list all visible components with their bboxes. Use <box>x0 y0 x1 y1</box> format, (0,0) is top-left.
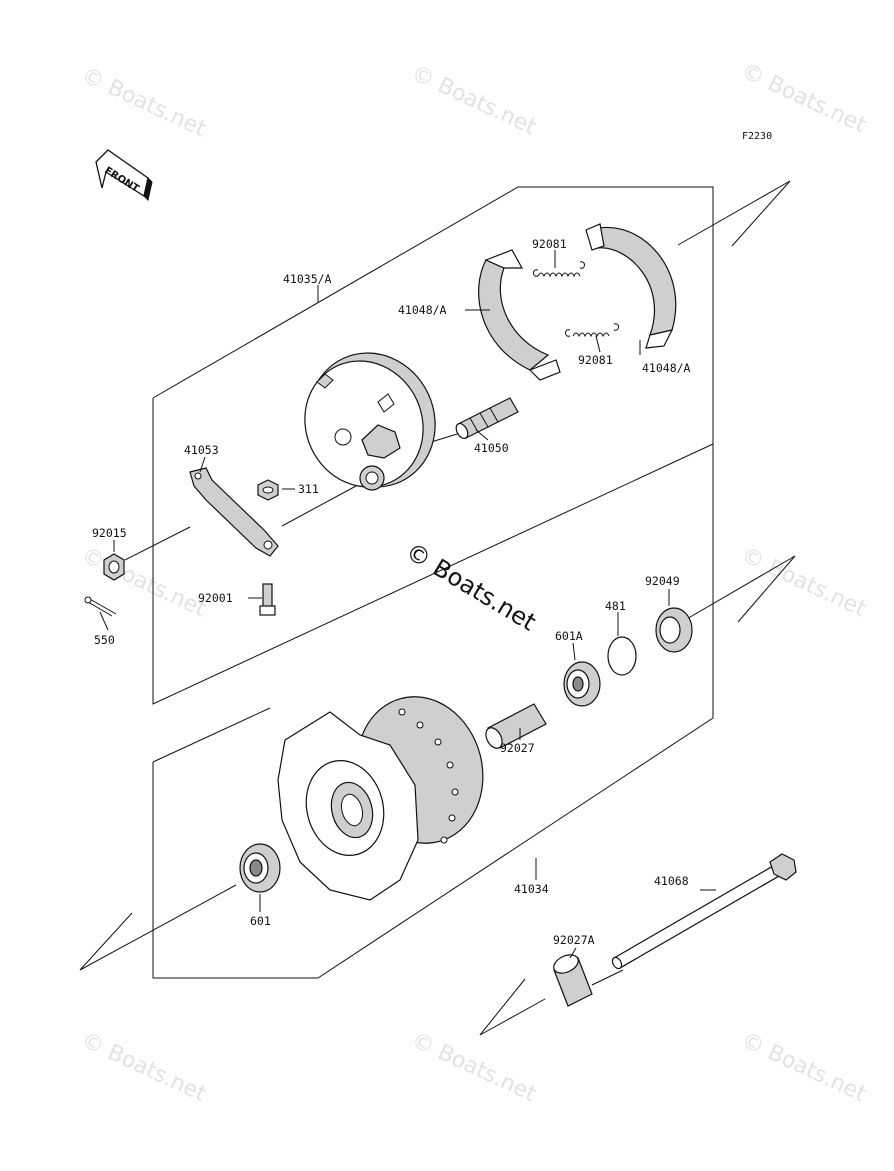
spring-bottom <box>565 323 619 338</box>
label-92001: 92001 <box>198 591 233 605</box>
label-92049: 92049 <box>645 574 680 588</box>
spacer-92027 <box>485 703 547 749</box>
seal-92049 <box>655 607 693 653</box>
nut-311 <box>257 479 279 501</box>
wheel-hub <box>277 696 484 901</box>
label-92015: 92015 <box>92 526 127 540</box>
spring-top <box>533 261 585 278</box>
label-481: 481 <box>605 599 626 613</box>
label-41053: 41053 <box>184 443 219 457</box>
label-41050: 41050 <box>474 441 509 455</box>
part-labels: 41035/A 92081 41048/A 92081 41048/A 4105… <box>92 237 691 947</box>
watermark-top-center: © Boats.net <box>407 61 540 141</box>
label-41035a: 41035/A <box>283 272 332 286</box>
hub-frame <box>152 444 714 979</box>
center-watermark: © Boats.net <box>401 537 541 636</box>
label-550: 550 <box>94 633 115 647</box>
watermark-mid-left: © Boats.net <box>77 543 210 623</box>
front-arrow-icon: FRONT <box>95 149 153 201</box>
label-311: 311 <box>298 482 319 496</box>
watermark-top-left: © Boats.net <box>77 63 210 143</box>
brake-panel-frame <box>152 186 714 705</box>
label-92081-bottom: 92081 <box>578 353 613 367</box>
bearing-601 <box>239 843 281 893</box>
watermark-top-right: © Boats.net <box>737 59 870 139</box>
bearing-601a <box>563 661 601 707</box>
collar-92027a <box>553 954 593 1007</box>
label-92081-top: 92081 <box>532 237 567 251</box>
watermark-mid-right: © Boats.net <box>737 543 870 623</box>
label-601: 601 <box>250 914 271 928</box>
brake-cam <box>455 397 519 440</box>
cotter-pin-550 <box>84 596 117 617</box>
label-601a: 601A <box>555 629 583 643</box>
brake-shoe-right <box>585 223 677 349</box>
nut-92015 <box>103 553 125 581</box>
brake-lever <box>189 467 279 557</box>
axle-41068 <box>611 853 797 970</box>
label-41048a-left: 41048/A <box>398 303 447 317</box>
label-41048a-right: 41048/A <box>642 361 691 375</box>
label-41068: 41068 <box>654 874 689 888</box>
figure-id: F2230 <box>742 131 772 142</box>
label-92027a: 92027A <box>553 933 595 947</box>
label-41034: 41034 <box>514 882 549 896</box>
watermark-bottom-left: © Boats.net <box>77 1028 210 1108</box>
axis-lines <box>79 180 796 1036</box>
watermark-bottom-center: © Boats.net <box>407 1028 540 1108</box>
label-92027: 92027 <box>500 741 535 755</box>
watermark-bottom-right: © Boats.net <box>737 1028 870 1108</box>
leader-lines <box>99 250 716 959</box>
bolt-92001 <box>259 583 276 616</box>
brake-panel <box>304 352 436 491</box>
brake-shoe-left <box>478 249 561 381</box>
circlip-481 <box>607 636 637 676</box>
